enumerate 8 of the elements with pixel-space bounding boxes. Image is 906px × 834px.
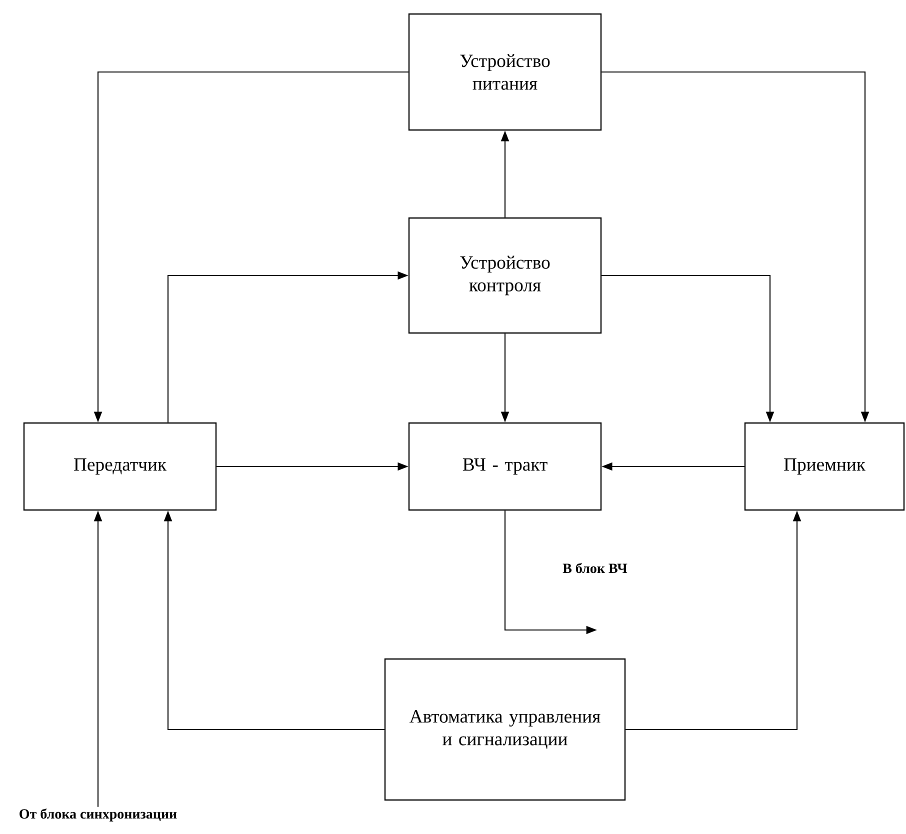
block-box: Устройство контроля	[408, 217, 602, 334]
block-box: Автоматика управления и сигнализации	[384, 658, 626, 801]
block-box: Устройство питания	[408, 13, 602, 131]
block-box: ВЧ - тракт	[408, 422, 602, 511]
block-box: Приемник	[744, 422, 905, 511]
edge-label: В блок ВЧ	[561, 562, 629, 574]
source-label: От блока синхронизации	[20, 808, 177, 822]
block-box: Передатчик	[23, 422, 217, 511]
